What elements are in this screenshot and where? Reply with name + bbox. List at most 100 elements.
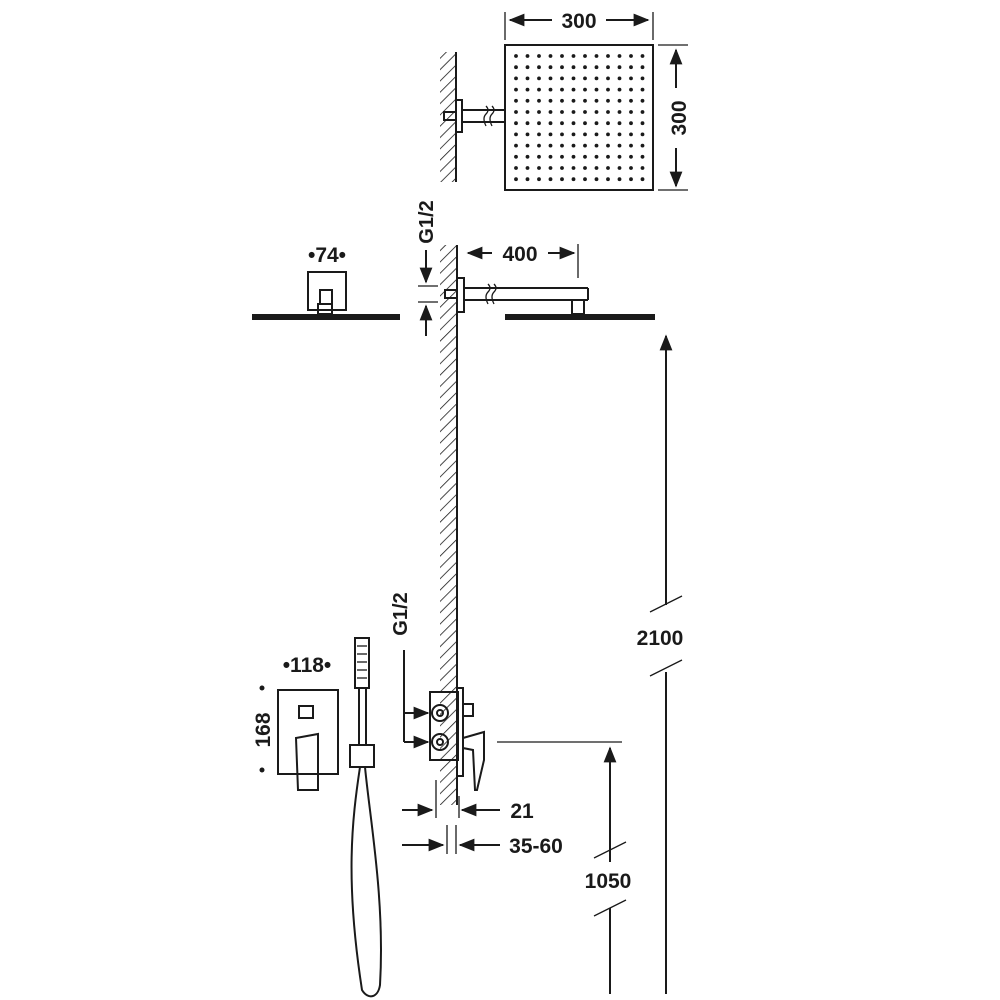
nozzle-dot: [640, 154, 645, 159]
nozzle-dot: [548, 54, 553, 58]
nozzle-dot: [537, 98, 541, 103]
nozzle-dot: [560, 177, 564, 182]
nozzle-dot: [560, 166, 564, 170]
nozzle-dot: [629, 143, 633, 148]
dim-mixer-thread: G1/2: [390, 592, 412, 635]
nozzle-dot: [537, 54, 541, 58]
nozzle-dot: [606, 87, 610, 92]
top-wall-hatch: [440, 52, 456, 182]
nozzle-dot: [537, 121, 541, 126]
nozzle-dot: [629, 65, 633, 70]
nozzle-dot: [548, 98, 553, 103]
nozzle-dot: [571, 87, 576, 92]
nozzle-dot: [594, 65, 599, 70]
shower-head-profile: [505, 314, 655, 320]
dim-plate-width: •118•: [283, 654, 332, 677]
nozzle-dot: [514, 166, 518, 170]
nozzle-dot: [594, 177, 599, 182]
dim-arm-thread: G1/2: [416, 200, 438, 243]
nozzle-dot: [514, 143, 518, 148]
nozzle-dot: [617, 65, 622, 70]
nozzle-dot: [525, 54, 530, 58]
nozzle-dot: [514, 110, 518, 114]
nozzle-dot: [640, 76, 645, 81]
nozzle-dot: [560, 143, 564, 148]
nozzle-dot: [537, 87, 541, 92]
dim-mixer-projection: 21: [510, 800, 534, 823]
nozzle-dot: [617, 121, 622, 126]
nozzle-dot: [617, 177, 622, 182]
nozzle-dot: [525, 121, 530, 126]
dim-arm-length: 400: [502, 243, 537, 266]
nozzle-dot: [606, 132, 610, 137]
nozzle-dot: [514, 132, 518, 137]
nozzle-dot: [617, 87, 622, 92]
dim-head-width: 300: [561, 10, 596, 33]
nozzle-dot: [560, 98, 564, 103]
nozzle-dot: [571, 154, 576, 159]
nozzle-dot: [571, 121, 576, 126]
nozzle-dot: [583, 143, 587, 148]
nozzle-dot: [525, 76, 530, 81]
arm-flange: [456, 277, 465, 313]
nozzle-dot: [537, 132, 541, 137]
nozzle-dot: [583, 132, 587, 137]
nozzle-dot: [629, 87, 633, 92]
dim-mixer-height: 1050: [585, 870, 632, 893]
wall-hatch: [440, 245, 457, 805]
nozzle-dot: [606, 121, 610, 126]
nozzle-dot: [617, 154, 622, 159]
nozzle-dot: [560, 121, 564, 126]
nozzle-dot: [629, 154, 633, 159]
nozzle-dot: [594, 87, 599, 92]
nozzle-dot: [606, 154, 610, 159]
top-view-shower-head: 300 300: [440, 10, 691, 191]
flange-front-view: •74•: [252, 244, 400, 320]
nozzle-dot: [525, 87, 530, 92]
nozzle-dot: [583, 177, 587, 182]
nozzle-dot: [583, 65, 587, 70]
nozzle-dot: [583, 121, 587, 126]
nozzle-dot: [640, 143, 645, 148]
nozzle-dot: [537, 76, 541, 81]
nozzle-dot: [560, 87, 564, 92]
nozzle-dot: [640, 110, 645, 114]
nozzle-dot: [560, 132, 564, 137]
shower-head-square: [504, 44, 654, 191]
nozzle-dot: [548, 121, 553, 126]
nozzle-dot: [640, 166, 645, 170]
nozzle-dot: [606, 166, 610, 170]
nozzle-dot: [640, 87, 645, 92]
nozzle-dot: [640, 177, 645, 182]
nozzle-dot: [548, 110, 553, 114]
dim-head-height: 2100: [637, 627, 684, 650]
nozzle-dot: [560, 110, 564, 114]
nozzle-dot: [560, 154, 564, 159]
nozzle-dot: [606, 65, 610, 70]
nozzle-dot: [583, 166, 587, 170]
nozzle-dot: [537, 65, 541, 70]
nozzle-dot: [583, 110, 587, 114]
nozzle-dot: [594, 166, 599, 170]
nozzle-dot: [629, 110, 633, 114]
nozzle-dot: [560, 76, 564, 81]
nozzle-dot: [594, 110, 599, 114]
nozzle-dot: [525, 98, 530, 103]
nozzle-dot: [571, 177, 576, 182]
nozzle-dot: [606, 110, 610, 114]
nozzle-dot: [571, 98, 576, 103]
nozzle-dot: [548, 132, 553, 137]
hand-shower-holder: [349, 744, 375, 768]
nozzle-dot: [583, 98, 587, 103]
nozzle-dot: [571, 65, 576, 70]
shower-head-nozzles: [514, 54, 645, 182]
nozzle-dot: [617, 54, 622, 58]
nozzle-dot: [629, 166, 633, 170]
nozzle-dot: [629, 54, 633, 58]
nozzle-dot: [537, 177, 541, 182]
nozzle-dot: [583, 154, 587, 159]
hand-shower: [349, 637, 383, 998]
dim-mixer-recess: 35-60: [509, 835, 563, 858]
nozzle-dot: [525, 177, 530, 182]
